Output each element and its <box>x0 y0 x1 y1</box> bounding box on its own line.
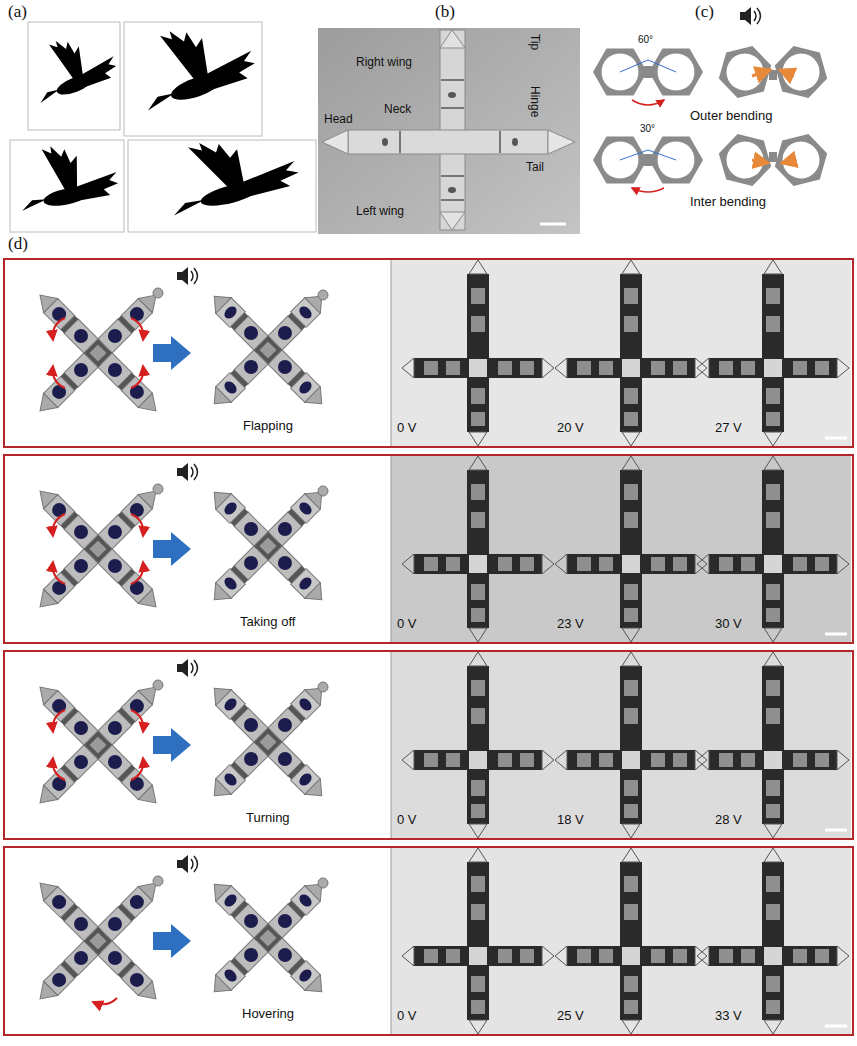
voltage-label: 0 V <box>397 420 417 436</box>
voltage-label: 20 V <box>557 420 584 436</box>
flapping-illustration <box>33 258 851 448</box>
motion-name: Taking off <box>240 614 295 630</box>
part-name: Tail <box>526 160 544 174</box>
voltage-label: 18 V <box>557 812 584 828</box>
panel-frame: Turning 0 V 18 V 28 V <box>3 650 854 840</box>
voltage-label: 30 V <box>715 616 742 632</box>
panel-letter: (b) <box>435 2 455 22</box>
motion-name: Flapping <box>243 418 293 434</box>
part-name: Hinge <box>528 86 542 117</box>
voltage-label: 0 V <box>397 1008 417 1024</box>
taking-off-illustration <box>33 454 851 644</box>
turning-illustration <box>33 650 851 840</box>
bird-silhouettes <box>10 22 316 232</box>
part-name: Neck <box>384 102 411 116</box>
angle-label: 30° <box>640 123 655 135</box>
panel-frame: Taking off 0 V 23 V 30 V <box>3 454 854 644</box>
panel-letter: (a) <box>8 2 27 22</box>
motion-name: Hovering <box>242 1006 294 1022</box>
panel-frame: Flapping 0 V 20 V 27 V <box>3 258 854 448</box>
voltage-label: 33 V <box>715 1008 742 1024</box>
part-name: Head <box>324 112 353 126</box>
panel-letter: (d) <box>8 234 28 254</box>
bending-schematic <box>593 7 833 192</box>
voltage-label: 0 V <box>397 812 417 828</box>
voltage-label: 27 V <box>715 420 742 436</box>
sem-image <box>318 28 580 234</box>
voltage-label: 23 V <box>557 616 584 632</box>
mode-label: Outer bending <box>690 108 772 124</box>
hovering-illustration <box>33 846 851 1036</box>
part-name: Left wing <box>356 204 404 218</box>
angle-label: 60° <box>638 34 653 46</box>
voltage-label: 28 V <box>715 812 742 828</box>
panel-letter: (c) <box>695 2 714 22</box>
voltage-label: 25 V <box>557 1008 584 1024</box>
voltage-label: 0 V <box>397 616 417 632</box>
part-name: Right wing <box>356 55 412 69</box>
part-name: Tip <box>528 34 542 50</box>
mode-label: Inter bending <box>690 194 766 210</box>
motion-name: Turning <box>246 810 290 826</box>
panel-frame: Hovering 0 V 25 V 33 V <box>3 846 854 1036</box>
